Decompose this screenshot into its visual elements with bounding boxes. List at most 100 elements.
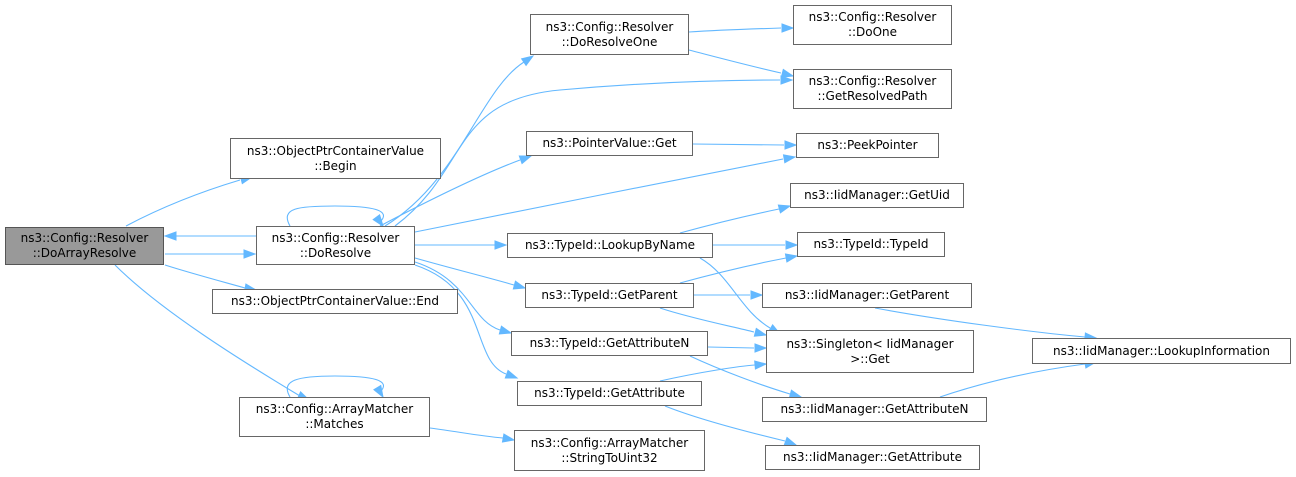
edge-doresolve-lookupbyname <box>415 240 508 250</box>
edge-getparent-iidgetparent <box>694 290 764 300</box>
edge-doresolve-getresolvedpath <box>394 75 794 227</box>
edge-line <box>384 61 525 227</box>
edge-doresolve-doarrayresolve <box>163 231 256 241</box>
edge-doresolve-getparent <box>414 257 527 290</box>
edge-arrowhead <box>782 154 797 164</box>
edge-line <box>664 405 786 442</box>
node-label: ns3::IidManager::GetAttributeN <box>780 402 969 416</box>
node-label: ns3::IidManager::GetParent <box>784 288 950 302</box>
edge-line <box>659 307 755 333</box>
node-label: ns3::Config::Resolver <box>271 230 400 245</box>
edge-line <box>679 257 787 284</box>
node-label: ::DoResolveOne <box>561 34 658 49</box>
node-label: ::Begin <box>314 158 357 173</box>
edge-line <box>414 264 507 375</box>
edge-arrowhead <box>753 327 768 337</box>
node-pointervalue-get[interactable]: ns3::PointerValue::Get <box>526 131 693 156</box>
edge-matches-stringtouint32 <box>429 427 516 443</box>
node-resolver-doone[interactable]: ns3::Config::Resolver ::DoOne <box>793 5 952 45</box>
edge-arrowhead <box>372 213 384 228</box>
node-label: ns3::ObjectPtrContainerValue::End <box>230 294 440 308</box>
edge-line <box>659 364 756 382</box>
node-label: ::DoOne <box>847 25 898 39</box>
node-objectptrcontainervalue-begin[interactable]: ns3::ObjectPtrContainerValue ::Begin <box>230 138 441 179</box>
edge-line <box>286 375 384 398</box>
edge-getattribute-singletonget <box>659 360 768 382</box>
node-typeid-typeid[interactable]: ns3::TypeId::TypeId <box>797 232 945 257</box>
edge-doresolve-getattributen <box>414 261 513 335</box>
node-label: ns3::PeekPointer <box>817 138 918 152</box>
edge-pointerget-peekpointer <box>692 140 798 150</box>
edge-line <box>414 158 784 233</box>
node-label: ns3::TypeId::TypeId <box>813 237 929 251</box>
edge-arrowhead <box>781 23 795 33</box>
node-label: ns3::Config::Resolver <box>808 10 937 24</box>
edge-getparent-singletonget <box>659 307 768 337</box>
edge-arrowhead <box>163 231 177 241</box>
node-arraymatcher-matches[interactable]: ns3::Config::ArrayMatcher ::Matches <box>239 397 430 437</box>
edge-doresolveone-doone <box>688 23 795 33</box>
node-label: ns3::TypeId::GetParent <box>541 288 678 302</box>
node-iidmanager-lookupinformation[interactable]: ns3::IidManager::LookupInformation <box>1032 338 1291 364</box>
edge-arrowhead <box>785 240 799 250</box>
node-label: ns3::IidManager::LookupInformation <box>1053 343 1270 358</box>
node-label: ns3::Config::Resolver <box>808 74 937 88</box>
node-objectptrcontainervalue-end[interactable]: ns3::ObjectPtrContainerValue::End <box>212 289 458 314</box>
node-iidmanager-getuid[interactable]: ns3::IidManager::GetUid <box>790 183 964 208</box>
node-label: ns3::PointerValue::Get <box>542 136 677 150</box>
edge-arrowhead <box>754 360 768 370</box>
node-iidmanager-getattribute[interactable]: ns3::IidManager::GetAttribute <box>765 445 980 470</box>
node-label: ::GetResolvedPath <box>817 89 928 103</box>
node-resolver-getresolvedpath[interactable]: ns3::Config::Resolver ::GetResolvedPath <box>793 69 952 109</box>
edge-doresolve-getattribute <box>414 264 519 379</box>
edge-arrowhead <box>780 68 795 78</box>
node-resolver-doresolveone[interactable]: ns3::Config::Resolver ::DoResolveOne <box>530 14 689 55</box>
node-label: ns3::IidManager::GetAttribute <box>783 450 962 464</box>
node-resolver-doresolve[interactable]: ns3::Config::Resolver ::DoResolve <box>256 226 415 265</box>
node-iidmanager-getparent[interactable]: ns3::IidManager::GetParent <box>762 283 972 308</box>
edge-arrowhead <box>504 369 519 379</box>
node-peekpointer[interactable]: ns3::PeekPointer <box>796 133 939 158</box>
node-label: ns3::IidManager::GetUid <box>804 188 950 202</box>
node-label: ::StringToUint32 <box>561 450 658 465</box>
edge-arrowhead <box>784 253 799 263</box>
edge-arrowhead <box>501 433 516 443</box>
edge-doarrayresolve-begin <box>125 175 254 227</box>
edge-arrowhead <box>518 155 533 165</box>
edge-doarrayresolve-end <box>164 264 258 293</box>
edge-doresolve-pointerget <box>379 155 533 227</box>
edge-line <box>394 79 781 227</box>
node-arraymatcher-stringtouint32[interactable]: ns3::Config::ArrayMatcher ::StringToUint… <box>514 430 705 471</box>
edge-line <box>125 179 241 227</box>
edge-line <box>707 346 755 349</box>
edge-line <box>692 143 785 146</box>
node-typeid-getattribute[interactable]: ns3::TypeId::GetAttribute <box>517 381 702 406</box>
node-iidmanager-getattributen[interactable]: ns3::IidManager::GetAttributeN <box>762 397 987 422</box>
edge-arrowhead <box>784 140 798 150</box>
edge-arrowhead <box>512 280 527 290</box>
edge-line <box>286 205 384 227</box>
edge-getattribute-iidgetattribute <box>664 405 798 446</box>
node-typeid-getattributen[interactable]: ns3::TypeId::GetAttributeN <box>511 331 708 356</box>
edge-line <box>164 264 246 289</box>
node-label: ns3::TypeId::GetAttributeN <box>529 336 690 350</box>
edge-matches-self <box>286 375 384 399</box>
node-resolver-doarrayresolve: ns3::Config::Resolver ::DoArrayResolve <box>5 227 164 265</box>
node-typeid-lookupbyname[interactable]: ns3::TypeId::LookupByName <box>507 233 713 258</box>
edge-line <box>939 363 1086 398</box>
edge-arrowhead <box>783 436 798 446</box>
edge-arrowhead <box>520 55 535 67</box>
edge-lookupbyname-iidgetuid <box>679 204 792 234</box>
node-label: ns3::Config::Resolver <box>545 19 674 34</box>
node-typeid-getparent[interactable]: ns3::TypeId::GetParent <box>525 283 694 308</box>
edge-arrowhead <box>243 249 257 259</box>
edge-line <box>429 427 504 439</box>
node-label: >::Get <box>850 351 890 366</box>
edge-line <box>414 261 501 331</box>
node-singleton-iidmanager-get[interactable]: ns3::Singleton< IidManager >::Get <box>766 330 974 373</box>
node-label: ns3::Config::ArrayMatcher <box>255 402 414 416</box>
node-label: ns3::Config::Resolver <box>20 231 149 245</box>
node-label: ns3::TypeId::GetAttribute <box>534 386 685 400</box>
